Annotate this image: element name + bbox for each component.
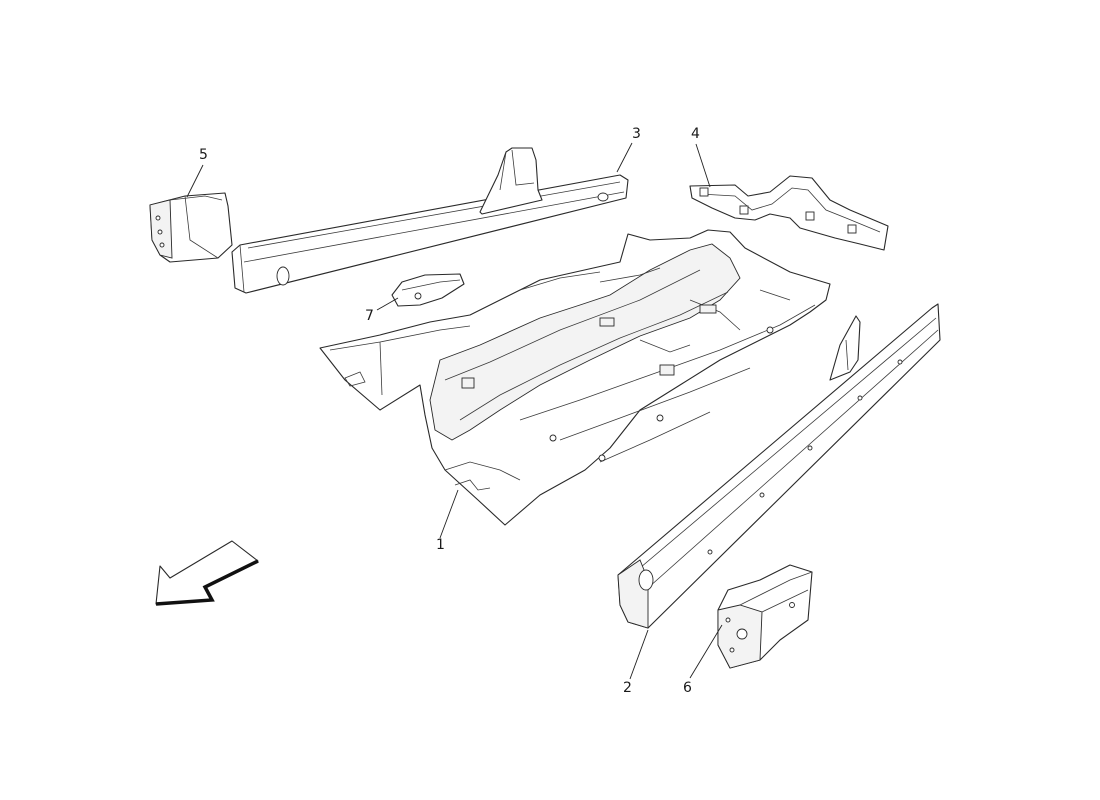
leader-7	[376, 297, 399, 311]
callout-6[interactable]: 6	[683, 680, 692, 696]
part-4-cross-member[interactable]	[689, 175, 889, 251]
callout-4[interactable]: 4	[691, 126, 700, 142]
part-1-floor-pan[interactable]	[319, 229, 831, 526]
callout-1[interactable]: 1	[436, 537, 445, 553]
callout-3[interactable]: 3	[632, 126, 641, 142]
leader-lines	[186, 142, 723, 680]
leader-6	[689, 624, 723, 679]
leader-3	[616, 142, 633, 173]
part-3-side-rail[interactable]	[231, 147, 629, 294]
leader-2	[629, 629, 649, 680]
part-7-small-bracket[interactable]	[391, 273, 465, 307]
front-direction-arrow-icon	[155, 540, 259, 606]
callout-2[interactable]: 2	[623, 680, 632, 696]
part-2-sill-rail[interactable]	[617, 303, 941, 629]
callout-5[interactable]: 5	[199, 147, 208, 163]
callout-7[interactable]: 7	[365, 308, 374, 324]
part-5-bracket[interactable]	[149, 192, 233, 263]
leader-5	[186, 164, 204, 198]
leader-1	[439, 489, 459, 539]
part-6-bracket[interactable]	[717, 564, 813, 669]
leader-4	[695, 143, 711, 188]
